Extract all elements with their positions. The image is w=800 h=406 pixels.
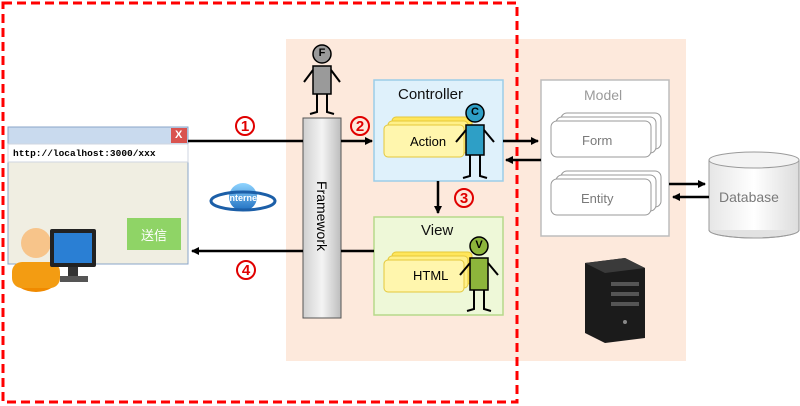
view-title: View: [421, 222, 454, 239]
monitor-icon: [50, 229, 96, 282]
controller-title: Controller: [398, 86, 464, 103]
framework-bar: [302, 117, 342, 319]
server-tower-icon: [585, 258, 645, 343]
database-cylinder: [708, 151, 800, 239]
step-4-marker: 4: [236, 260, 256, 280]
figure-v-letter: V: [475, 239, 483, 251]
model-title: Model: [584, 87, 623, 103]
figure-v: [459, 236, 499, 312]
step-1-marker: 1: [235, 116, 255, 136]
action-notes: [383, 116, 473, 158]
browser-window: [7, 126, 189, 265]
figure-f: [303, 44, 341, 115]
send-button[interactable]: 送信: [127, 218, 181, 250]
step-2-marker: 2: [350, 116, 370, 136]
internet-label: Internet: [227, 193, 261, 203]
figure-c: [455, 103, 495, 179]
figure-c-letter: C: [471, 106, 479, 118]
form-label: Form: [582, 133, 613, 148]
entity-label: Entity: [581, 191, 614, 206]
database-label: Database: [719, 189, 779, 205]
framework-label: Framework: [314, 180, 330, 251]
browser-close-button[interactable]: [171, 128, 187, 143]
address-bar[interactable]: [7, 143, 189, 163]
entity-stack: [550, 170, 662, 216]
step-3-marker: 3: [454, 188, 474, 208]
form-stack: [550, 112, 662, 158]
action-label: Action: [410, 134, 447, 149]
client-boundary: [1, 1, 519, 404]
user-icon: [12, 228, 60, 292]
html-notes: [383, 251, 473, 293]
html-label: HTML: [413, 268, 449, 283]
address-url: http://localhost:3000/xxx: [13, 148, 156, 159]
browser-close-glyph: X: [175, 129, 183, 141]
internet-globe-icon: [209, 183, 277, 212]
flow-arrows: [188, 137, 709, 255]
figure-f-letter: F: [318, 47, 326, 59]
